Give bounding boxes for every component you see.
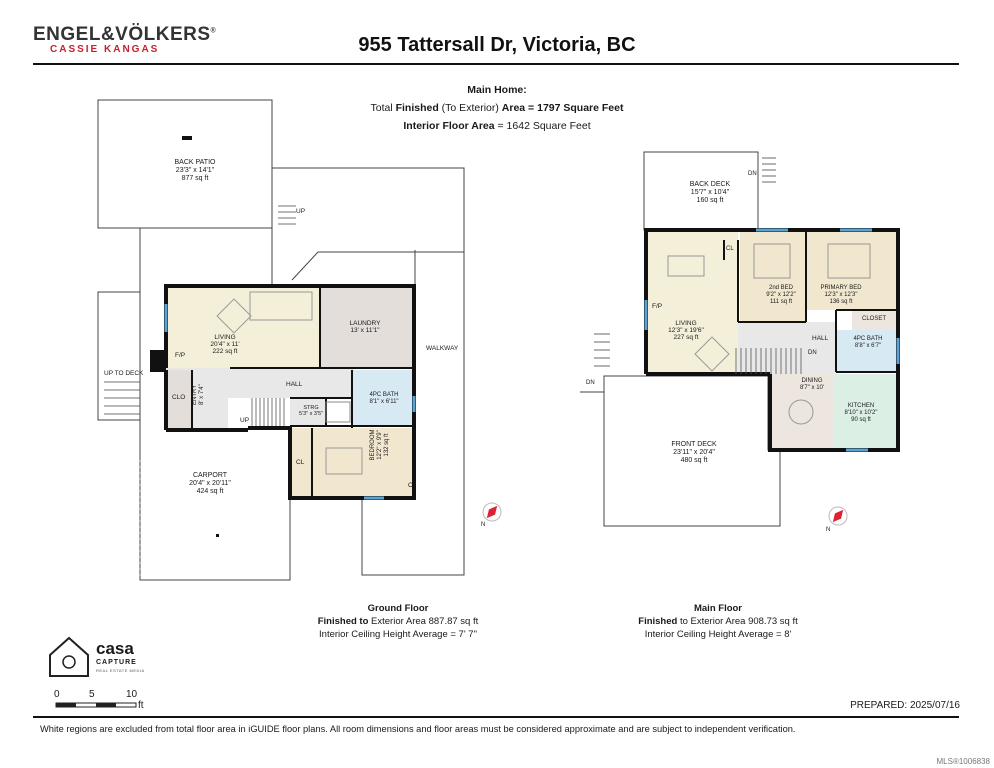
- casa-logo-word: casa: [96, 639, 134, 658]
- compass-ground: [482, 502, 502, 522]
- ground-floor-plan: [97, 99, 465, 581]
- room-c-ground: C: [408, 482, 413, 489]
- ground-floor-caption: Ground Floor Finished to Exterior Area 8…: [317, 603, 479, 640]
- scale-bar: [55, 702, 137, 708]
- room-clo: CLO: [172, 394, 186, 401]
- compass-n-main: N: [826, 527, 831, 533]
- brand-logo-text: ENGEL&VÖLKERS®: [33, 24, 216, 46]
- stairs-dn-back: DN: [748, 171, 757, 177]
- main-floor-plan: [580, 151, 900, 527]
- stairs-up-entry: UP: [240, 417, 250, 424]
- room-hall-main: HALL: [812, 335, 829, 342]
- up-to-deck-label: UP TO DECK: [104, 370, 144, 377]
- summary-interior-area: Interior Floor Area = 1642 Square Feet: [403, 120, 591, 132]
- room-hall-ground: HALL: [286, 381, 303, 388]
- stairs-dn-front: DN: [586, 380, 595, 386]
- casa-logo-tag: REAL ESTATE MEDIA: [96, 668, 145, 673]
- header-divider: [33, 63, 959, 65]
- room-closet: CLOSET: [862, 316, 887, 322]
- room-cl-ground: CL: [296, 459, 305, 466]
- summary-total-area: Total Finished (To Exterior) Area = 1797…: [370, 102, 624, 114]
- main-floor-title: Main Floor: [693, 603, 743, 614]
- main-floor-caption: Main Floor Finished to Exterior Area 908…: [638, 603, 798, 640]
- stairs-dn-interior: DN: [808, 350, 817, 356]
- brand-name: ENGEL&VÖLKERS: [33, 24, 211, 45]
- registered-mark: ®: [210, 27, 217, 35]
- agent-name: CASSIE KANGAS: [50, 44, 160, 55]
- scale-tick-5: 5: [89, 689, 95, 700]
- fireplace-ground: F/P: [175, 352, 186, 359]
- casa-logo-sub: CAPTURE: [96, 659, 137, 666]
- compass-main: [828, 506, 848, 526]
- fireplace-main: F/P: [652, 303, 663, 310]
- room-cl-main: CL: [726, 246, 734, 252]
- scale-tick-10: 10: [126, 689, 138, 700]
- disclaimer-footnote: White regions are excluded from total fl…: [40, 724, 796, 734]
- stairs-up-patio: UP: [296, 208, 306, 215]
- footer-divider: [33, 716, 959, 718]
- summary-heading: Main Home:: [467, 84, 527, 96]
- walkway-label: WALKWAY: [426, 345, 459, 352]
- compass-n-ground: N: [481, 522, 486, 528]
- scale-unit: ft: [138, 700, 144, 711]
- casa-capture-logo-graphic: [49, 636, 89, 677]
- ground-floor-title: Ground Floor: [367, 603, 429, 614]
- page-title: 955 Tattersall Dr, Victoria, BC: [358, 34, 636, 56]
- mls-number: MLS®1006838: [936, 757, 991, 766]
- prepared-date: PREPARED: 2025/07/16: [850, 700, 960, 711]
- scale-tick-0: 0: [54, 689, 60, 700]
